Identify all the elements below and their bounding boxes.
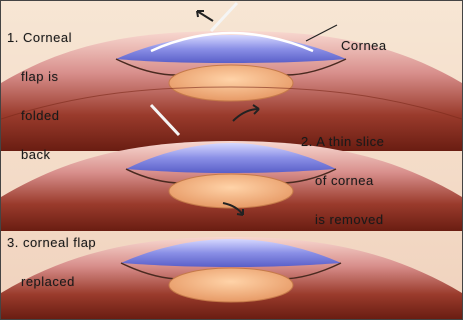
step-3-label: 3. corneal flap replaced [7, 210, 96, 314]
step-1-label: 1. Corneal flap is folded back [7, 5, 72, 187]
step-2-label: 2. A thin slice of cornea is removed [301, 109, 384, 252]
cornea-label: Cornea [341, 13, 387, 78]
